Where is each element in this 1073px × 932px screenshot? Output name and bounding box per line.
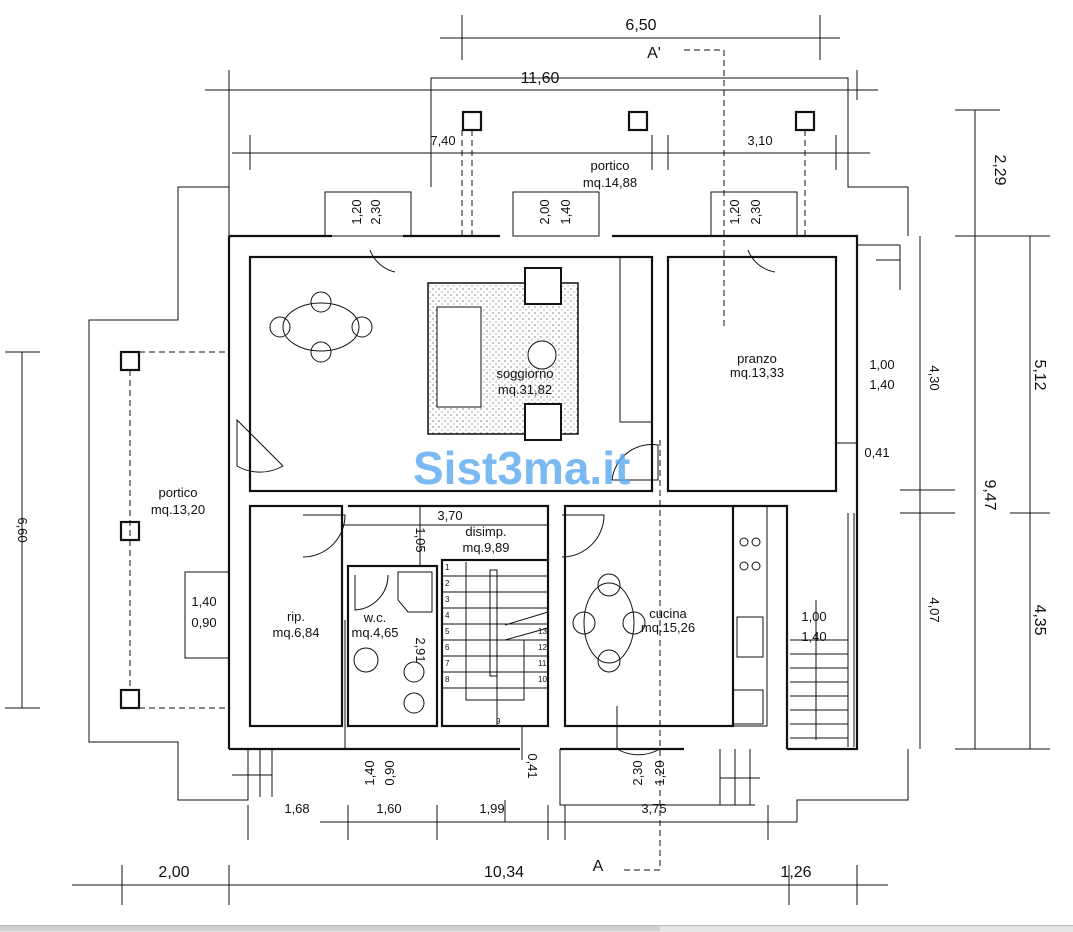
dimension-label: 1,20 (727, 199, 742, 224)
room-name: rip. (287, 609, 305, 624)
dimension-label: 0,41 (525, 753, 540, 778)
room-area: mq.6,84 (273, 625, 320, 640)
cabinet (619, 256, 653, 423)
dimension-lines (5, 15, 1050, 905)
room-area: mq.4,65 (352, 625, 399, 640)
dimension-label: 4,07 (927, 597, 942, 622)
dimension-label: 2,29 (991, 154, 1008, 185)
dimension-label: 0,41 (864, 445, 889, 460)
dimension-label: 6,60 (15, 517, 30, 542)
dimension-label: 9,47 (981, 479, 998, 510)
room-name: portico (590, 158, 629, 173)
dimension-label: 1,40 (558, 199, 573, 224)
stair-number: 2 (445, 579, 450, 588)
dimension-label: 1,40 (801, 629, 826, 644)
dimension-label: 1,20 (652, 760, 667, 785)
window-sill (710, 191, 798, 237)
dimension-label: 10,34 (484, 864, 524, 881)
dimension-label: 1,00 (869, 357, 894, 372)
beam-lines (129, 130, 806, 709)
stair-number: 11 (538, 659, 547, 668)
sofa (436, 306, 482, 408)
room-area: mq.13,33 (730, 365, 784, 380)
dimension-label: 4,35 (1031, 604, 1048, 635)
stair-number: 8 (445, 675, 450, 684)
portico-outline (88, 186, 249, 801)
dimension-label: 4,30 (927, 365, 942, 390)
stair-number: 10 (538, 675, 547, 684)
room-area: mq.13,20 (151, 502, 205, 517)
dimension-label: 1,40 (362, 760, 377, 785)
dimension-label: 3,75 (641, 801, 666, 816)
dimension-label: 2,00 (537, 199, 552, 224)
kitchen-counter (732, 505, 768, 727)
dimension-label: 2,00 (158, 864, 189, 881)
stair-number: 1 (445, 563, 450, 572)
dimension-label: 0,90 (191, 615, 216, 630)
stair-number: 4 (445, 611, 450, 620)
stair-number: 7 (445, 659, 450, 668)
stair-number: 13 (538, 627, 547, 636)
dimension-label: 3,70 (437, 508, 462, 523)
watermark: Sist3ma.it (413, 442, 630, 494)
room-name: w.c. (363, 610, 386, 625)
dining-table-cucina (572, 573, 646, 673)
dimension-label: 1,20 (349, 199, 364, 224)
armchair (524, 267, 562, 305)
room-area: mq.31,82 (498, 382, 552, 397)
dimension-label: 1,68 (284, 801, 309, 816)
external-steps (232, 244, 901, 806)
dimension-label: 0,90 (382, 760, 397, 785)
dimension-label: 1,00 (801, 609, 826, 624)
room-area: mq.9,89 (463, 540, 510, 555)
portico-bottom-outline (504, 749, 909, 823)
dimension-label: 1,40 (191, 594, 216, 609)
stair-number: 5 (445, 627, 450, 636)
dimension-label: 2,30 (368, 199, 383, 224)
dimension-label: 1,60 (376, 801, 401, 816)
section-marker-bottom: A (593, 858, 604, 875)
dimension-label: 5,12 (1031, 359, 1048, 390)
stair-number: 3 (445, 595, 450, 604)
dimension-label: 2,30 (630, 760, 645, 785)
section-line (461, 49, 725, 871)
section-marker-top: A' (647, 45, 661, 62)
stair-number: 9 (496, 717, 501, 726)
room-name: disimp. (465, 524, 506, 539)
dimension-label: 1,05 (413, 527, 428, 552)
dimension-label: 11,60 (521, 70, 560, 87)
room-area: mq.14,88 (583, 175, 637, 190)
portico-top-outline (430, 77, 909, 236)
room-name: cucina (649, 606, 687, 621)
dimension-label: 2,30 (748, 199, 763, 224)
stairs (442, 562, 549, 726)
dimension-label: 2,91 (413, 637, 428, 662)
dimension-label: 1,26 (780, 864, 811, 881)
room-name: pranzo (737, 351, 777, 366)
dimension-label: 7,40 (430, 133, 455, 148)
stair-number: 12 (538, 643, 547, 652)
stair-number: 6 (445, 643, 450, 652)
dimension-label: 1,99 (479, 801, 504, 816)
coffee-table (527, 340, 557, 370)
scrollbar-thumb[interactable] (0, 926, 660, 931)
wc-fixtures (353, 571, 433, 714)
armchair (524, 403, 562, 441)
dimension-label: 1,40 (869, 377, 894, 392)
room-name: portico (158, 485, 197, 500)
dimension-label: 6,50 (625, 17, 656, 34)
window-sill (324, 191, 412, 237)
room-name: soggiorno (496, 366, 553, 381)
window-sill (512, 191, 600, 237)
dimension-label: 3,10 (747, 133, 772, 148)
room-area: mq.15,26 (641, 620, 695, 635)
window-sill (184, 571, 230, 659)
dining-table-soggiorno (269, 291, 373, 363)
door-swings (236, 249, 776, 756)
